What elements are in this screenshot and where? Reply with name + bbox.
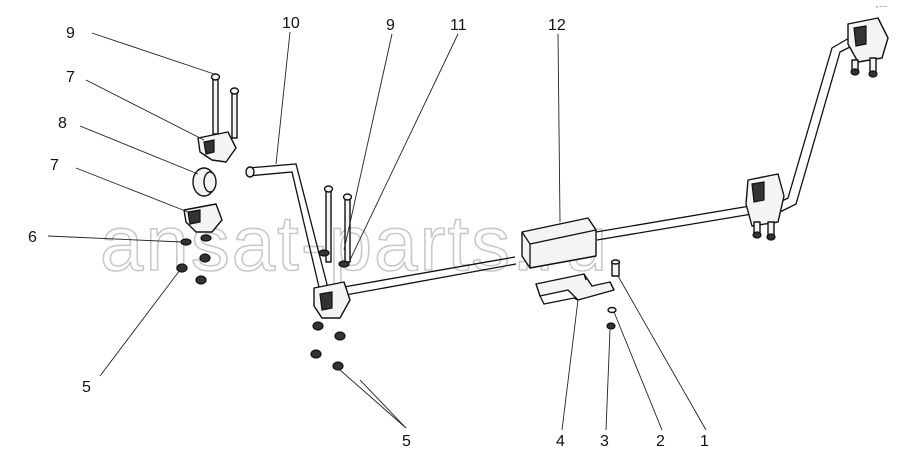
callout-3: 3: [600, 433, 609, 450]
callout-1: 1: [700, 433, 709, 450]
bracket-nut: [606, 322, 616, 330]
callout-9-left: 9: [66, 25, 75, 42]
mounting-bracket: [535, 273, 615, 305]
callout-10: 10: [282, 15, 300, 32]
callout-11: 11: [450, 17, 467, 34]
callout-labels: 9 7 8 7 6 5 10 9 11 12 5 4 3 2 1: [28, 15, 709, 450]
left-clamp-assembly: [176, 73, 240, 285]
middle-clamp-assembly: [310, 185, 353, 371]
callout-5-left: 5: [82, 379, 91, 396]
leader-lines: [47, 31, 707, 431]
callout-8: 8: [58, 115, 67, 132]
callout-2: 2: [656, 433, 665, 450]
callout-12: 12: [548, 17, 566, 34]
callout-6: 6: [28, 229, 37, 246]
corner-mark: ᵖ ⁼⁼⁼: [876, 5, 888, 11]
connector-block: [521, 217, 597, 269]
callout-7-upper: 7: [66, 69, 75, 86]
callout-4: 4: [556, 433, 565, 450]
callout-5-middle: 5: [402, 433, 411, 450]
top-right-end-clamp: [847, 17, 889, 78]
callout-9-middle: 9: [386, 17, 395, 34]
bracket-bolt: [610, 259, 621, 277]
right-clamp-assembly: [745, 173, 785, 241]
bracket-washer: [607, 306, 617, 314]
callout-7-lower: 7: [50, 157, 59, 174]
